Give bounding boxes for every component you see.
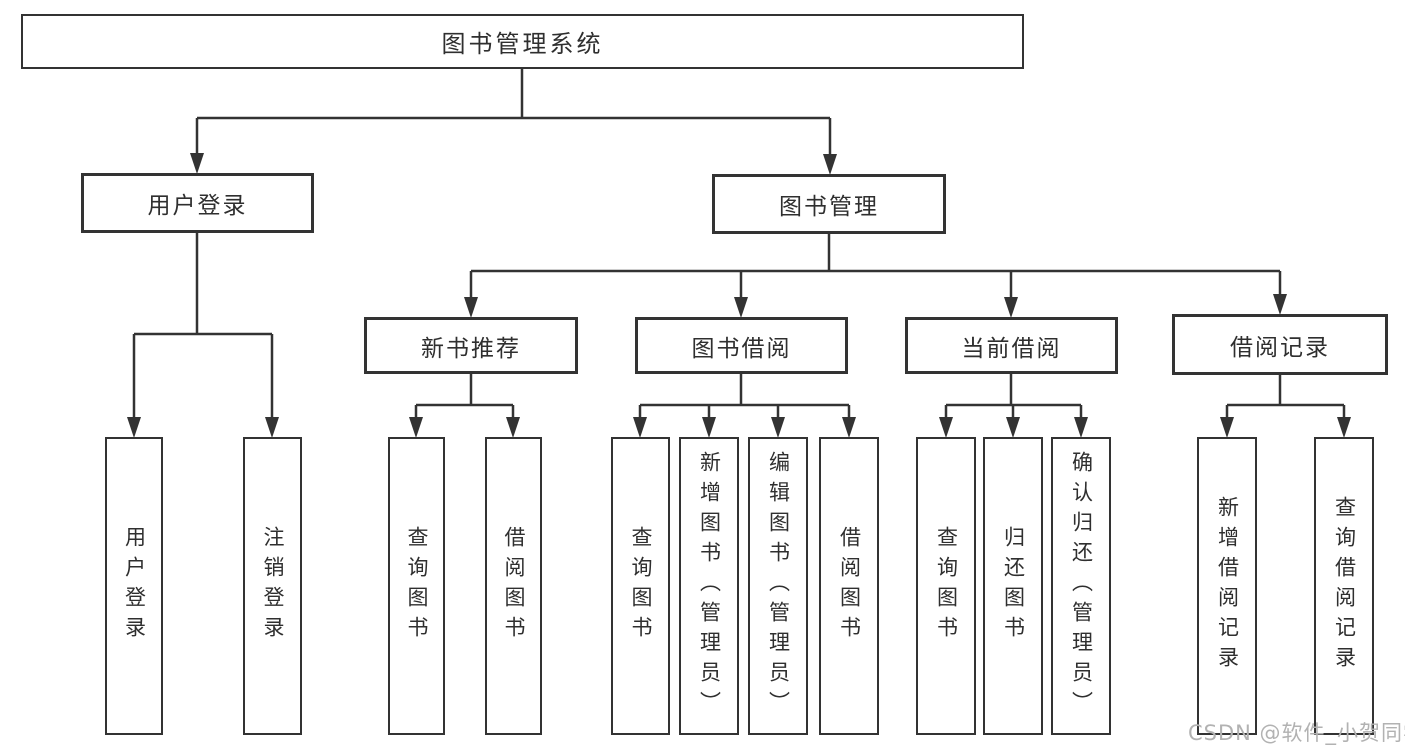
csdn-watermark: CSDN @软件_小贺同学: [1188, 721, 1405, 745]
leaf-record-add-borrow-record: 新增借阅记录: [1197, 437, 1257, 735]
node-user-login: 用户登录: [81, 173, 314, 233]
leaf-newbook-query-books: 查询图书: [388, 437, 445, 735]
connector-borrow-record-to-leaves: [1220, 375, 1351, 438]
connector-book-management-to-level3: [464, 234, 1287, 318]
leaf-borrow-query-books: 查询图书: [611, 437, 670, 735]
leaf-borrow-add-books-admin: 新增图书（管理员）: [679, 437, 739, 735]
leaf-newbook-borrow-books: 借阅图书: [485, 437, 542, 735]
connector-current-borrow-to-leaves: [939, 373, 1088, 438]
node-borrow-record: 借阅记录: [1172, 314, 1388, 375]
node-book-borrow: 图书借阅: [635, 317, 848, 374]
node-library-system: 图书管理系统: [21, 14, 1024, 69]
connector-new-book-to-leaves: [409, 373, 520, 438]
leaf-user-login: 用户登录: [105, 437, 163, 735]
node-new-book-recommend: 新书推荐: [364, 317, 578, 374]
connector-user-login-to-leaves: [127, 233, 279, 438]
leaf-logout: 注销登录: [243, 437, 302, 735]
node-current-borrow: 当前借阅: [905, 317, 1118, 374]
connector-book-borrow-to-leaves: [633, 373, 856, 438]
leaf-current-confirm-return-admin: 确认归还（管理员）: [1051, 437, 1111, 735]
connector-root-to-level2: [190, 69, 837, 175]
leaf-borrow-edit-books-admin: 编辑图书（管理员）: [748, 437, 808, 735]
leaf-current-return-books: 归还图书: [983, 437, 1043, 735]
leaf-record-query-borrow-record: 查询借阅记录: [1314, 437, 1374, 735]
leaf-current-query-books: 查询图书: [916, 437, 976, 735]
node-book-management: 图书管理: [712, 174, 946, 234]
leaf-borrow-borrow-books: 借阅图书: [819, 437, 879, 735]
